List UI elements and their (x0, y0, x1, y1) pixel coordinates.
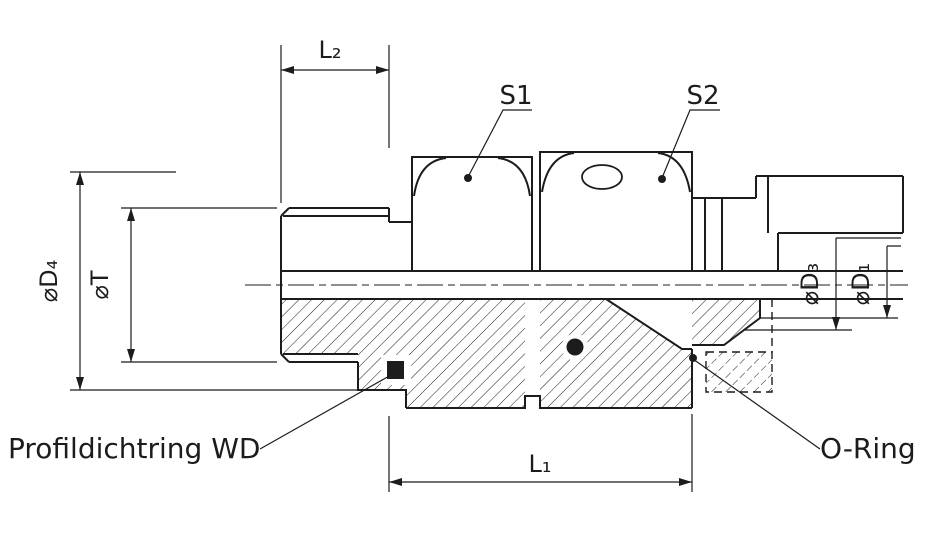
dim-l2-arrow-left (281, 66, 294, 74)
dim-d3-arrow (832, 317, 840, 330)
label-t: ⌀T (86, 270, 114, 299)
dim-t-lines (121, 207, 277, 363)
dim-l1-lines (388, 414, 693, 492)
dim-d4-arrow-top (76, 172, 84, 185)
label-s2: S2 (686, 81, 719, 111)
dim-d1-lines (760, 245, 901, 319)
o-ring-cross-section (566, 338, 584, 356)
dim-l1 (388, 414, 693, 492)
leader-lines (259, 109, 821, 450)
dim-d1 (760, 245, 901, 319)
hatch-body-left (281, 299, 525, 408)
leader-s2 (661, 109, 720, 179)
phantom-counterpart (705, 299, 773, 393)
dim-d4-arrow-bottom (76, 377, 84, 390)
dim-d3-lines (744, 237, 901, 331)
section-hatching (281, 299, 760, 408)
label-o-ring: O-Ring (820, 432, 916, 465)
section-outline-lower (283, 298, 761, 409)
dim-l1-arrow-left (389, 478, 402, 486)
seal-features (381, 333, 589, 385)
bore-lines (281, 270, 903, 300)
leader-wd-seal (259, 374, 392, 450)
dim-t-arrow-top (127, 208, 135, 221)
dim-t-arrow-bottom (127, 349, 135, 362)
dim-d1-arrow (883, 305, 891, 318)
label-d1: ⌀D₁ (847, 263, 875, 306)
hex-s2-outline (539, 151, 693, 271)
dimensions (70, 45, 901, 492)
dim-l2 (280, 45, 390, 203)
hatch-body-tail (692, 299, 760, 345)
label-l2: L₂ (319, 36, 342, 64)
label-d3: ⌀D₃ (796, 263, 824, 306)
leader-s1-dot (464, 174, 472, 182)
label-s1: S1 (499, 81, 532, 111)
hatch-nut (540, 299, 692, 408)
dim-l2-arrow-right (376, 66, 389, 74)
hex-s2-chamfer-oval (581, 164, 623, 190)
label-profildichtring: Profildichtring WD (8, 432, 260, 465)
dim-d3 (744, 237, 901, 331)
text-labels: L₂ L₁ S1 S2 ⌀D₄ ⌀T ⌀D₃ ⌀D₁ Profildichtri… (8, 36, 916, 478)
part-outline (280, 151, 904, 409)
leader-o-ring (692, 358, 821, 450)
leader-o-ring-dot (689, 354, 697, 362)
dim-d4-lines (70, 171, 360, 391)
hex-s1-outline (411, 156, 533, 271)
leader-s2-dot (658, 175, 666, 183)
label-d4: ⌀D₄ (35, 260, 63, 303)
phantom-section (705, 351, 773, 393)
right-end-outline (692, 175, 904, 271)
dim-l2-lines (280, 45, 390, 203)
dim-t (121, 207, 277, 363)
label-l1: L₁ (529, 450, 552, 478)
leader-s1 (467, 109, 532, 178)
wd-profile-seal-ring (387, 361, 404, 379)
dim-l1-arrow-right (679, 478, 692, 486)
dim-d4 (70, 171, 360, 391)
